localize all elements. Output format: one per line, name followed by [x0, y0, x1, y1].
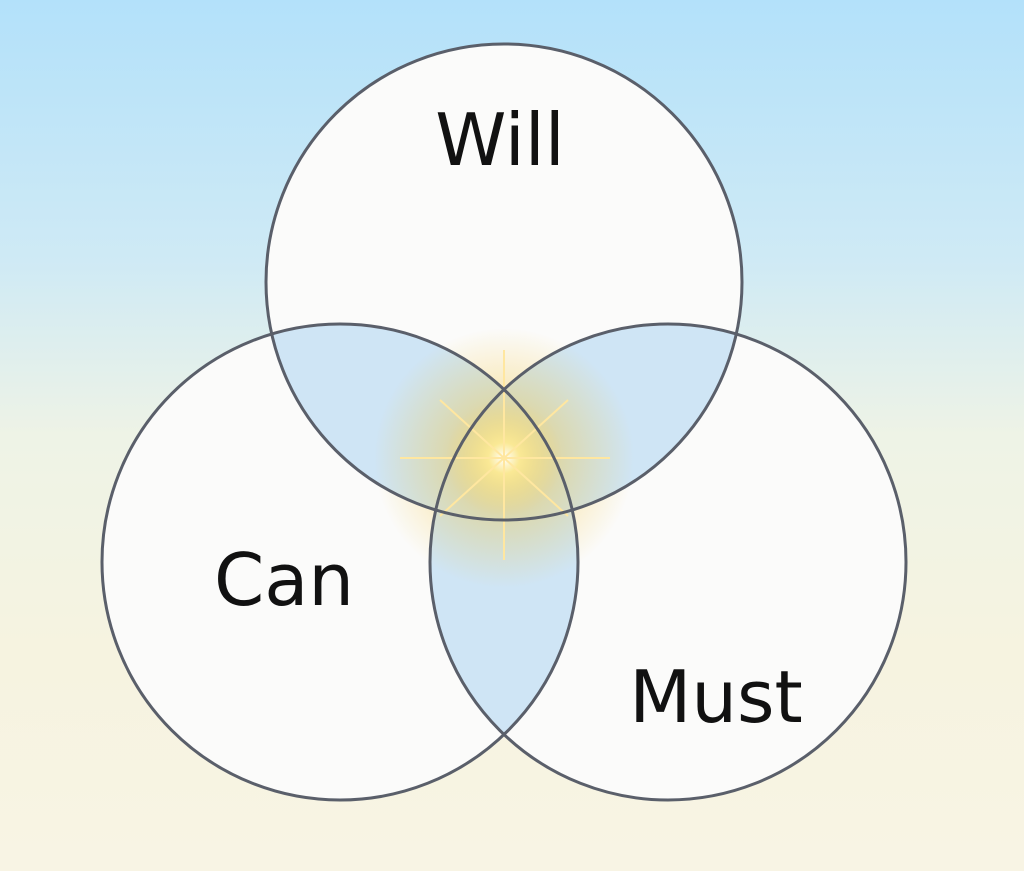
sparkle-icon	[400, 350, 610, 560]
label-must: Must	[629, 655, 803, 739]
label-can: Can	[214, 538, 354, 622]
label-will: Will	[435, 98, 565, 182]
